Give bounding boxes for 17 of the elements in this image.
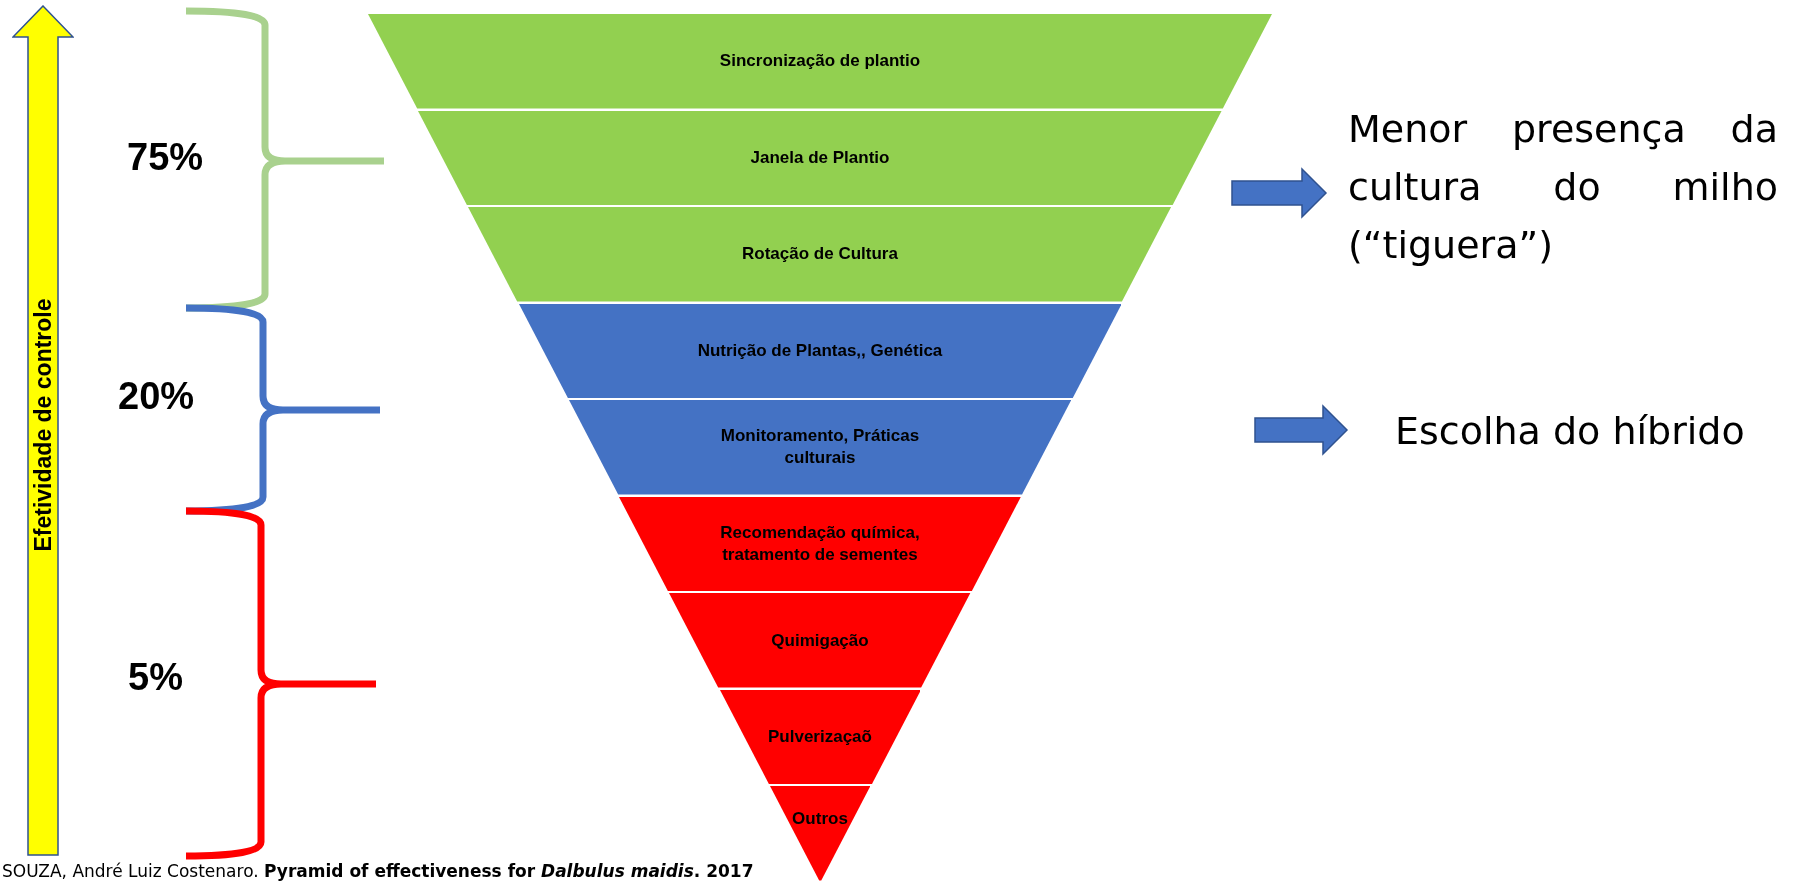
block-arrow — [1254, 404, 1349, 456]
percentage-label: 75% — [127, 136, 204, 179]
note-text: Menor presença da cultura do milho (“tiguera”) — [1348, 100, 1778, 274]
pyramid-band: Monitoramento, Práticas culturais — [568, 400, 1072, 495]
percentage-label: 20% — [118, 375, 195, 418]
pyramid-band: Rotação de Cultura — [468, 207, 1172, 302]
percentage-label: 5% — [128, 656, 183, 699]
upward-arrow: Efetividade de controle — [12, 5, 74, 857]
pyramid-band: Janela de Plantio — [418, 110, 1222, 206]
pyramid-band: Outros — [769, 786, 871, 881]
source-caption: SOUZA, André Luiz Costenaro. Pyramid of effectiveness for Dalbulus maidis. 2017 — [2, 861, 754, 881]
pyramid-band: Recomendação química, tratamento de sementes — [619, 496, 1021, 592]
pyramid-band: Sincronização de plantio — [368, 14, 1272, 109]
pyramid-band: Quimigação — [669, 593, 971, 688]
block-arrow — [1231, 167, 1328, 219]
pyramid-band: Nutrição de Plantas,, Genética — [518, 303, 1122, 399]
note-text: Escolha do híbrido — [1395, 402, 1775, 460]
